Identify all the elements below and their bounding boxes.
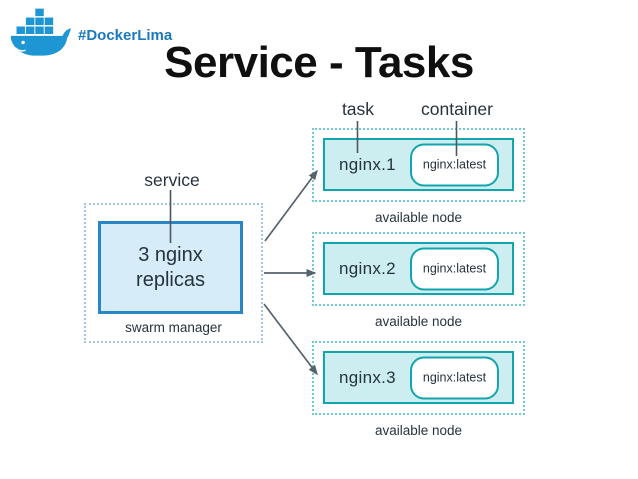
page-title: Service - Tasks [164,38,474,87]
task-group-1: nginx.1 nginx:latest available node [312,128,525,225]
task-label: task [341,99,375,119]
container-label: container [421,99,493,119]
available-node-caption: available node [374,210,463,225]
container-chip: nginx:latest [410,356,499,399]
available-node-caption: available node [374,314,463,329]
task-group-3: nginx.3 nginx:latest available node [312,341,525,438]
swarm-manager-caption: swarm manager [125,320,222,335]
task-box-3: nginx.3 nginx:latest [323,351,514,404]
task-name: nginx.2 [339,258,396,278]
service-label: service [144,170,200,190]
task-box-2: nginx.2 nginx:latest [323,242,514,295]
container-chip: nginx:latest [410,143,499,186]
service-box: 3 nginx replicas [98,221,243,314]
available-node-caption: available node [374,423,463,438]
task-name: nginx.1 [339,154,396,174]
container-chip: nginx:latest [410,247,499,290]
task-box-1: nginx.1 nginx:latest [323,138,514,191]
docker-whale-icon [10,8,71,56]
task-group-2: nginx.2 nginx:latest available node [312,232,525,329]
hashtag-label: #DockerLima [78,27,173,44]
task-name: nginx.3 [339,367,396,387]
swarm-manager-group: 3 nginx replicas swarm manager [84,203,263,343]
service-box-label: 3 nginx replicas [136,243,205,291]
